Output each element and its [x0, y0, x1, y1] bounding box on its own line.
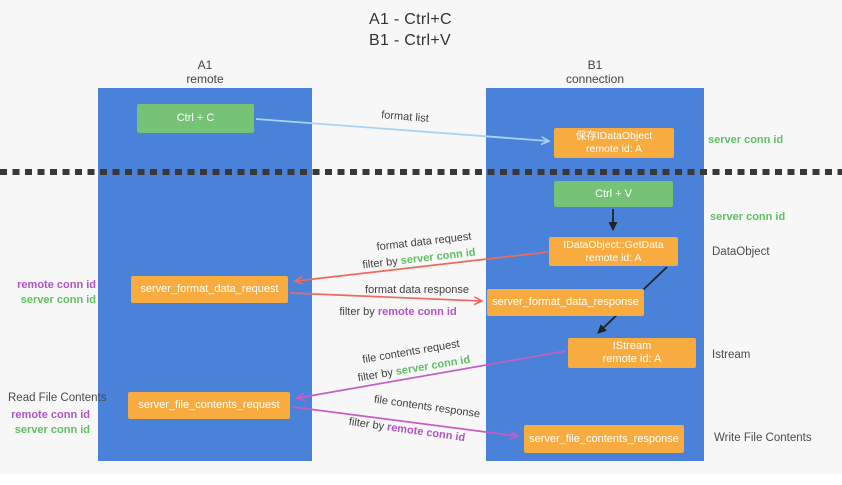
right-server-conn-id-label-mid: server conn id [710, 211, 786, 223]
idataobject-getdata-node: IDataObject::GetData remote id: A [549, 237, 678, 266]
file-response-label: server_file_contents_response [529, 432, 679, 445]
format-response-label: server_format_data_response [492, 296, 639, 308]
server-format-data-response-node: server_format_data_response [487, 289, 644, 316]
filter-by-text: filter by [361, 255, 402, 272]
dataobject-label: DataObject [712, 246, 770, 258]
ctrl-v-node: Ctrl + V [554, 181, 673, 207]
write-file-contents-label: Write File Contents [714, 432, 812, 444]
ctrl-v-label: Ctrl + V [595, 187, 632, 200]
istream-line1: IStream [612, 340, 652, 352]
left-server-conn-id-1: server conn id [20, 294, 96, 306]
session-separator-dashed-line [0, 169, 842, 175]
filter-by-text: filter by [356, 366, 397, 385]
file-request-label: server_file_contents_request [138, 399, 280, 411]
title-line-1: A1 - Ctrl+C [369, 11, 452, 28]
remote-conn-id-text: remote conn id [386, 421, 466, 445]
read-file-contents-label: Read File Contents [8, 392, 107, 404]
left-column-name: A1 [197, 58, 213, 72]
left-conn-id-group-1: remote conn id server conn id [10, 278, 96, 308]
filter-by-remote-conn-id-label-1: filter by remote conn id [339, 306, 456, 318]
left-server-conn-id-2: server conn id [14, 424, 90, 436]
right-column-name: B1 [587, 58, 603, 72]
left-conn-id-group-2: remote conn id server conn id [8, 408, 90, 438]
server-format-data-request-node: server_format_data_request [131, 276, 288, 303]
filter-by-text: filter by [348, 415, 388, 434]
bottom-white-strip [0, 474, 842, 485]
server-file-contents-response-node: server_file_contents_response [524, 425, 684, 453]
left-column-header: A1 remote [98, 58, 312, 86]
remote-conn-id-text: remote conn id [377, 306, 457, 318]
right-column-header: B1 connection [486, 58, 704, 86]
right-server-conn-id-label-top: server conn id [708, 134, 784, 146]
istream-node: IStream remote id: A [568, 338, 696, 368]
format-data-response-label: format data response [365, 284, 469, 296]
ctrl-c-node: Ctrl + C [137, 104, 254, 133]
ctrl-c-label: Ctrl + C [176, 112, 215, 124]
file-contents-response-label: file contents response [373, 393, 481, 421]
istream-side-label: Istream [712, 349, 751, 361]
title-line-2: B1 - Ctrl+V [369, 32, 451, 49]
filter-by-remote-conn-id-label-2: filter by remote conn id [348, 416, 466, 444]
getdata-line2: remote id: A [585, 251, 642, 264]
getdata-line1: IDataObject::GetData [563, 238, 664, 251]
save-idataobject-node: 保存IDataObject remote id: A [554, 128, 674, 158]
left-remote-conn-id-2: remote conn id [11, 409, 90, 421]
server-file-contents-request-node: server_file_contents_request [128, 392, 290, 419]
left-remote-conn-id-1: remote conn id [17, 279, 96, 291]
istream-line2: remote id: A [602, 353, 662, 365]
filter-by-text: filter by [339, 306, 378, 318]
format-request-label: server_format_data_request [140, 283, 279, 295]
right-column-subtitle: connection [565, 72, 625, 86]
diagram-title: A1 - Ctrl+C B1 - Ctrl+V [369, 9, 452, 51]
format-list-label: format list [380, 109, 430, 125]
save-idataobject-line2: remote id: A [585, 143, 643, 155]
server-conn-id-text: server conn id [400, 246, 477, 268]
left-column-subtitle: remote [186, 72, 224, 86]
save-idataobject-line1: 保存IDataObject [575, 130, 653, 142]
